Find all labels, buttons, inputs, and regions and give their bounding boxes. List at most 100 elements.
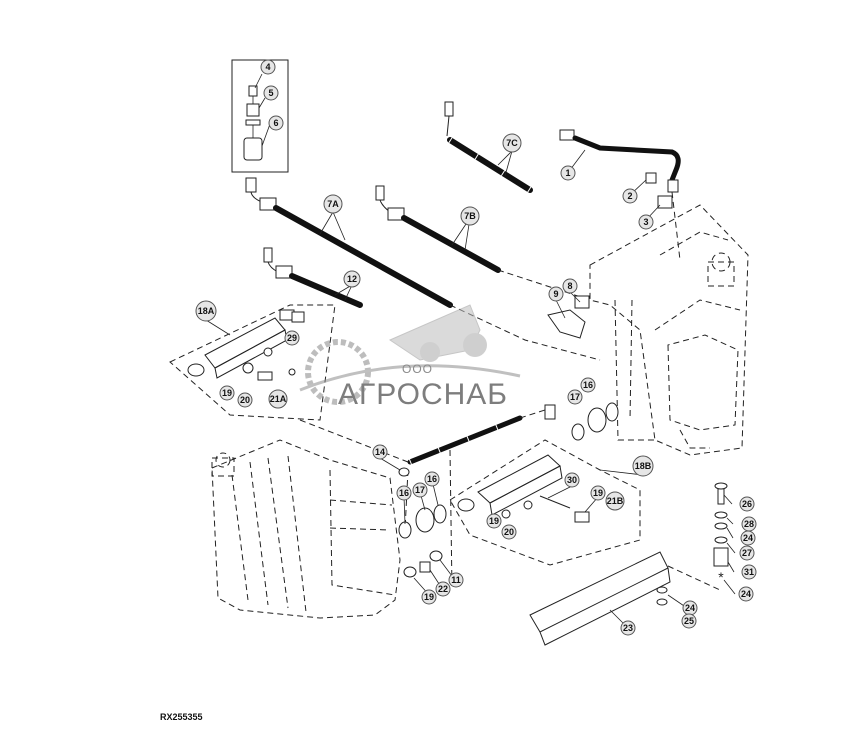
svg-text:16: 16 xyxy=(399,488,409,498)
callout-21A: 21A xyxy=(268,389,288,409)
callout-27: 27 xyxy=(739,545,755,561)
svg-text:24: 24 xyxy=(685,603,695,613)
svg-text:24: 24 xyxy=(741,589,751,599)
callout-18A: 18A xyxy=(195,300,217,322)
svg-text:24: 24 xyxy=(743,533,753,543)
svg-text:7B: 7B xyxy=(464,211,476,221)
svg-text:17: 17 xyxy=(570,392,580,402)
callout-17-b: 17 xyxy=(412,482,428,498)
callout-21B: 21B xyxy=(605,491,625,511)
hose-7B xyxy=(375,185,501,273)
callout-9: 9 xyxy=(548,286,564,302)
svg-text:14: 14 xyxy=(375,447,385,457)
callout-24-b: 24 xyxy=(738,586,754,602)
watermark-name: АГРОСНАБ xyxy=(338,378,508,411)
svg-text:*: * xyxy=(718,569,724,585)
callout-14: 14 xyxy=(372,444,388,460)
callout-25: 25 xyxy=(681,613,697,629)
svg-text:19: 19 xyxy=(424,592,434,602)
svg-text:4: 4 xyxy=(265,62,270,72)
left-tank-outline xyxy=(211,439,401,619)
svg-text:2: 2 xyxy=(627,191,632,201)
svg-text:27: 27 xyxy=(742,548,752,558)
watermark-logo xyxy=(299,304,521,405)
svg-text:16: 16 xyxy=(427,474,437,484)
svg-text:28: 28 xyxy=(744,519,754,529)
callout-30: 30 xyxy=(564,472,580,488)
fittings-2-3 xyxy=(645,172,673,209)
filter-detail-box xyxy=(231,59,289,173)
callout-5: 5 xyxy=(263,85,279,101)
callout-16-b: 16 xyxy=(396,485,412,501)
callout-20-a: 20 xyxy=(237,392,253,408)
callout-6: 6 xyxy=(268,115,284,131)
svg-text:22: 22 xyxy=(438,584,448,594)
right-tank-outline xyxy=(589,204,749,456)
couplers xyxy=(398,295,619,578)
callout-26: 26 xyxy=(739,496,755,512)
hose-14 xyxy=(407,415,523,465)
svg-text:26: 26 xyxy=(742,499,752,509)
reference-code: RX255355 xyxy=(160,712,203,722)
callout-19-c: 19 xyxy=(486,513,502,529)
callout-19-a: 19 xyxy=(219,385,235,401)
svg-text:17: 17 xyxy=(415,485,425,495)
callout-7A: 7A xyxy=(323,194,343,214)
callout-1: 1 xyxy=(560,165,576,181)
hose-7A xyxy=(245,177,453,308)
callout-20-b: 20 xyxy=(501,524,517,540)
callout-22: 22 xyxy=(435,581,451,597)
valve-18A xyxy=(169,304,336,421)
callout-28: 28 xyxy=(741,516,757,532)
svg-text:23: 23 xyxy=(623,623,633,633)
callout-4: 4 xyxy=(260,59,276,75)
callout-8: 8 xyxy=(562,278,578,294)
svg-text:3: 3 xyxy=(643,217,648,227)
svg-text:21A: 21A xyxy=(270,394,287,404)
callout-24-c: 24 xyxy=(682,600,698,616)
svg-text:21B: 21B xyxy=(607,496,624,506)
callout-19-d: 19 xyxy=(421,589,437,605)
callout-16-c: 16 xyxy=(424,471,440,487)
callout-19-b: 19 xyxy=(590,485,606,501)
callout-3: 3 xyxy=(638,214,654,230)
svg-text:8: 8 xyxy=(567,281,572,291)
svg-text:19: 19 xyxy=(593,488,603,498)
svg-text:19: 19 xyxy=(489,516,499,526)
hose-12 xyxy=(263,247,363,308)
svg-text:5: 5 xyxy=(268,88,273,98)
svg-text:18B: 18B xyxy=(635,461,652,471)
svg-text:11: 11 xyxy=(451,575,461,585)
callout-11: 11 xyxy=(448,572,464,588)
callout-23: 23 xyxy=(620,620,636,636)
hose-1 xyxy=(559,129,681,193)
callout-7C: 7C xyxy=(502,133,522,153)
svg-text:6: 6 xyxy=(273,118,278,128)
svg-text:18A: 18A xyxy=(198,306,215,316)
hose-7C xyxy=(444,101,533,193)
svg-text:1: 1 xyxy=(565,168,570,178)
callout-24-a: 24 xyxy=(740,530,756,546)
svg-text:7C: 7C xyxy=(506,138,518,148)
svg-text:19: 19 xyxy=(222,388,232,398)
svg-text:16: 16 xyxy=(583,380,593,390)
callout-2: 2 xyxy=(622,188,638,204)
svg-text:9: 9 xyxy=(553,289,558,299)
callout-18B: 18B xyxy=(632,455,654,477)
callout-29: 29 xyxy=(284,330,300,346)
svg-text:30: 30 xyxy=(567,475,577,485)
callout-7B: 7B xyxy=(460,206,480,226)
svg-text:20: 20 xyxy=(240,395,250,405)
svg-text:7A: 7A xyxy=(327,199,339,209)
svg-text:25: 25 xyxy=(684,616,694,626)
callout-17-a: 17 xyxy=(567,389,583,405)
svg-text:20: 20 xyxy=(504,527,514,537)
callout-31: 31 xyxy=(741,564,757,580)
bracket-23 xyxy=(529,551,721,646)
hardware-stack: * xyxy=(713,482,729,585)
valve-18B xyxy=(449,439,641,566)
callout-16-a: 16 xyxy=(580,377,596,393)
svg-text:29: 29 xyxy=(287,333,297,343)
svg-text:31: 31 xyxy=(744,567,754,577)
